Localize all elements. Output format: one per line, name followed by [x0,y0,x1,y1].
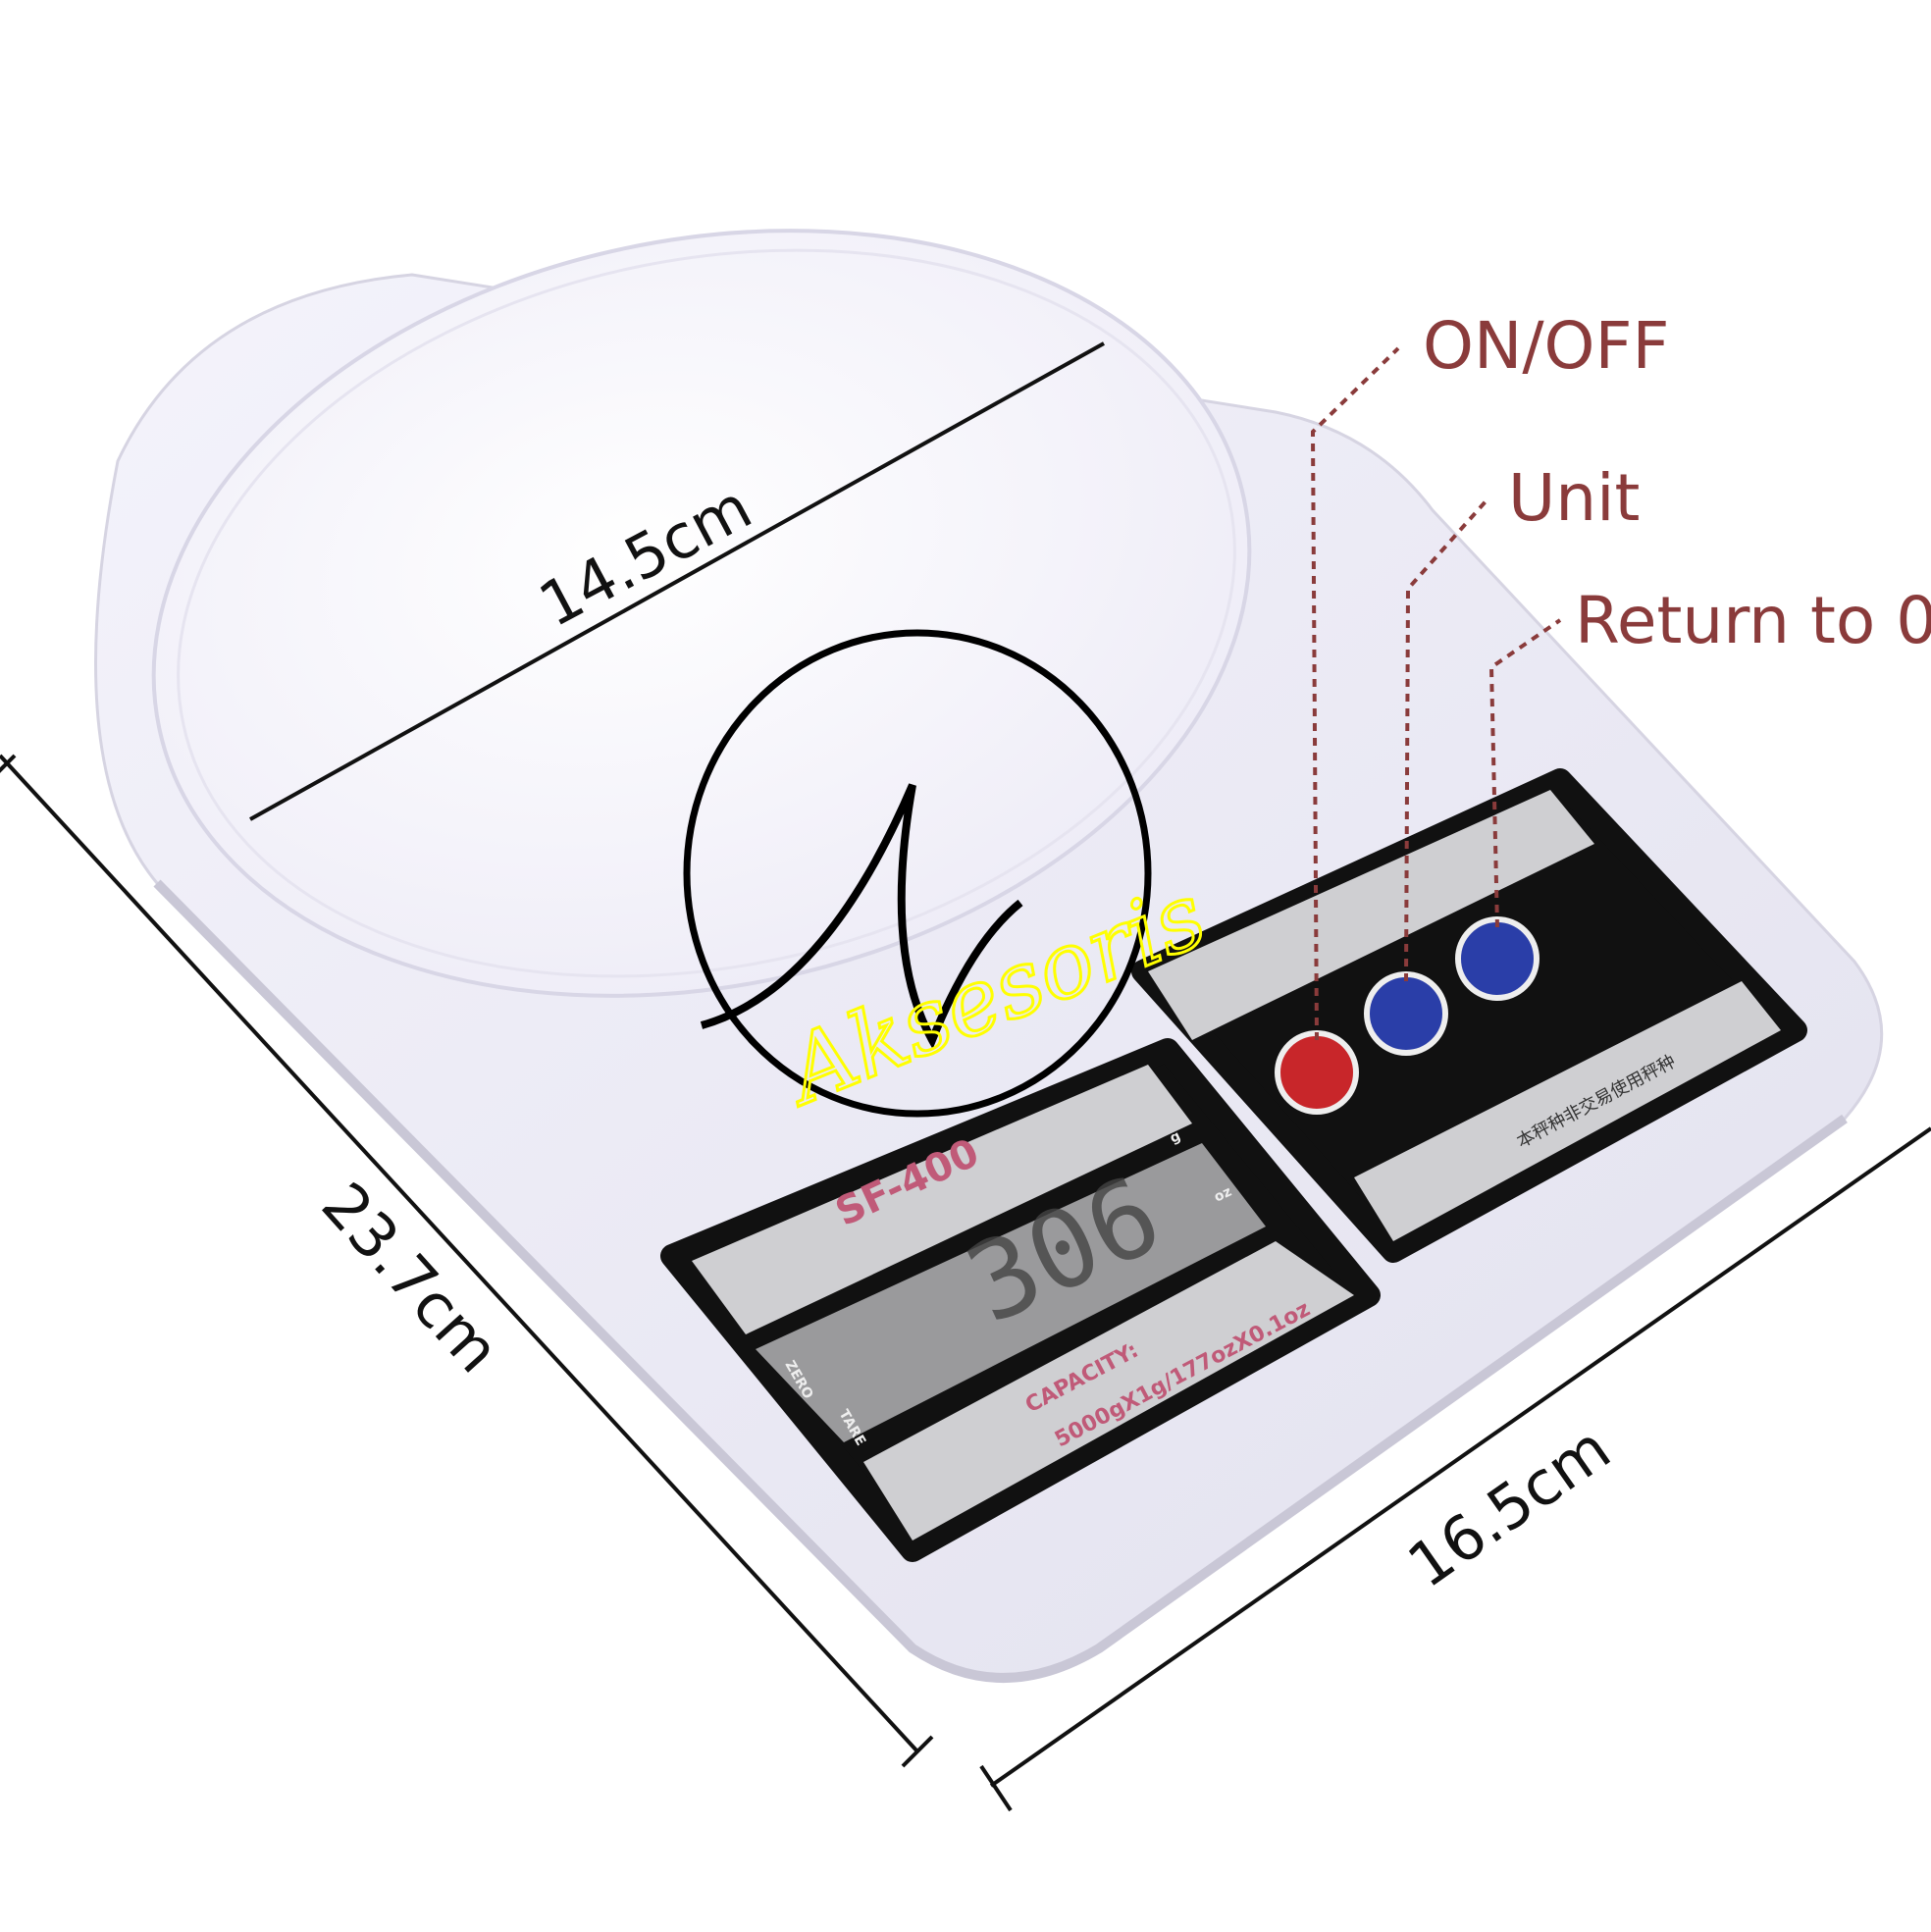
width-label: 16.5cm [1395,1412,1623,1601]
display-panel: SF-400 306 g oz ZERO TARE CAPACITY: 5000… [660,1038,1381,1562]
dimension-lines [0,754,1931,1812]
unit-oz-indicator: oz [1212,1184,1234,1206]
unit-button[interactable] [1364,971,1448,1056]
unit-label: Unit [1508,460,1640,536]
on-off-button[interactable] [1275,1030,1359,1115]
diameter-line [249,341,1105,821]
return-to-zero-label: Return to 0 [1575,583,1931,658]
weighing-platform [151,229,1252,998]
zero-button[interactable] [1455,916,1540,1001]
callout-leaders [1310,346,1562,1041]
on-off-label: ON/OFF [1423,308,1669,384]
button-panel: 本秤种非交易使用秤种 [1131,768,1807,1263]
